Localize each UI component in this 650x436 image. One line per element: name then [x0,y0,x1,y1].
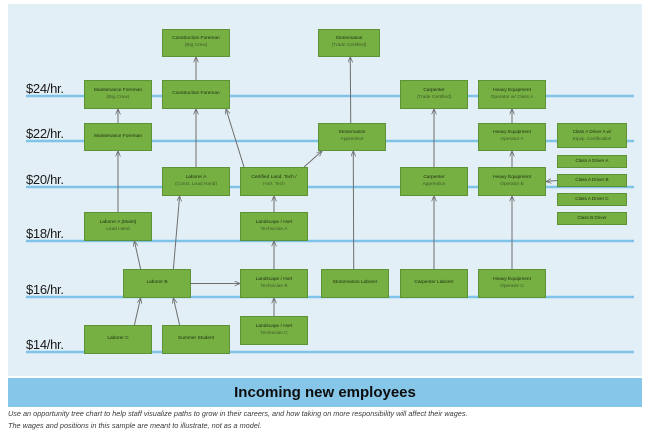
node-title: Construction Foreman [172,36,220,42]
node-summer-student[interactable]: Summer Student [162,325,230,354]
wage-label-22: $22/hr. [26,126,64,141]
arrow-cert-land-tech-to-constr-foreman [226,109,245,168]
node-title: Summer Student [178,336,214,342]
node-title: Heavy Equipment [493,130,531,136]
node-title: Construction Foreman [172,91,220,97]
node-subtitle: Technician C [260,330,288,336]
chart-caption: Use an opportunity tree chart to help st… [8,409,642,433]
node-subtitle: Lead Hand [106,226,130,232]
node-maint-foreman[interactable]: Maintenance Foreman [84,123,152,151]
node-class-a-driver-a-equip[interactable]: Class A Driver A w/Equip. Certification [557,123,627,148]
wage-label-20: $20/hr. [26,172,64,187]
node-laborer-a-maint[interactable]: Laborer A (Maint)Lead Hand [84,212,152,241]
node-stonemason-lab[interactable]: Stonemason Laborer [321,269,389,298]
node-title: Class B Driver [577,215,607,221]
arrow-summer-student-to-laborer-b [173,298,181,326]
node-cert-land-tech[interactable]: Certified Land. Tech /Hort. Tech [240,167,308,196]
node-title: Laborer A (Maint) [99,219,137,225]
node-laborer-c[interactable]: Laborer C [84,325,152,354]
node-title: Landscape / Hort [255,276,293,282]
node-subtitle: Equip. Certification [572,135,612,141]
incoming-employees-banner: Incoming new employees [8,378,642,407]
opportunity-tree-chart: $24/hr. $22/hr. $20/hr. $18/hr. $16/hr. $14/h… [8,4,642,376]
node-title: Heavy Equipment [493,174,531,180]
wage-label-18: $18/hr. [26,226,64,241]
node-laborer-b[interactable]: Laborer B [123,269,191,298]
node-title: Carpenter [423,87,445,93]
node-laborer-a-const[interactable]: Laborer A(Const. Lead Hand) [162,167,230,196]
node-carpenter-lab[interactable]: Carpenter Laborer [400,269,468,298]
node-title: Landscape / Hort [255,323,293,329]
node-title: Carpenter [423,174,445,180]
node-subtitle: Operator C [500,283,524,289]
node-class-a-driver-b[interactable]: Class A Driver B [557,174,627,187]
node-maint-foreman-big[interactable]: Maintenance Foreman(Big Crew) [84,80,152,109]
node-subtitle: Hort. Tech [263,181,285,187]
node-title: Class A Driver A [575,158,609,164]
node-title: Maintenance Foreman [94,87,142,93]
node-carpenter-cert[interactable]: Carpenter(Trade Certified) [400,80,468,109]
node-subtitle: Operator B [500,181,524,187]
node-class-a-driver-c[interactable]: Class A Driver C [557,193,627,206]
node-subtitle: (Const. Lead Hand) [175,181,217,187]
node-class-a-driver-a[interactable]: Class A Driver A [557,155,627,168]
node-subtitle: Apprentice [422,181,446,187]
node-title: Class A Driver A w/ [572,128,612,134]
wage-label-24: $24/hr. [26,81,64,96]
node-title: Stonemason Laborer [332,280,378,286]
node-title: Heavy Equipment [493,87,531,93]
node-title: Laborer A [185,174,207,180]
node-constr-foreman-big[interactable]: Construction Foreman(Big Crew) [162,29,230,57]
wage-label-14: $14/hr. [26,337,64,352]
arrow-laborer-c-to-laborer-b [133,298,140,326]
node-title: Stonemason [335,36,363,42]
node-subtitle: (Trade Certified) [416,94,452,100]
progression-arrows [118,57,558,326]
arrow-class-a-driver-b-to-heo-b [546,181,558,182]
node-stonemason-cert[interactable]: Stonemason(Trade Certified) [318,29,380,57]
connector-layer [26,4,634,354]
node-subtitle: Technician A [260,226,288,232]
node-subtitle: Apprentice [340,137,364,142]
node-title: Stonemason [338,130,366,136]
node-title: Class A Driver B [575,177,609,183]
caption-line-1: Use an opportunity tree chart to help st… [8,409,468,418]
banner-label: Incoming new employees [234,384,416,401]
node-title: Laborer B [146,280,168,286]
wage-label-16: $16/hr. [26,282,64,297]
node-subtitle: (Trade Certified) [331,43,367,48]
node-class-b-driver[interactable]: Class B Driver [557,212,627,225]
node-subtitle: Technician B [260,283,288,289]
caption-line-2: The wages and positions in this sample a… [8,420,262,430]
arrow-laborer-b-to-laborer-a-const [172,196,179,270]
arrow-laborer-b-to-laborer-a-maint [134,241,142,270]
node-title: Laborer C [107,336,129,342]
node-title: Maintenance Foreman [94,133,142,139]
node-subtitle: (Big Crew) [184,43,208,48]
node-title: Landscape / Hort [255,219,293,225]
node-subtitle: (Big Crew) [106,94,130,100]
node-title: Carpenter Laborer [414,280,454,286]
node-subtitle: Operator A [500,137,524,142]
node-title: Heavy Equipment [493,276,531,282]
node-title: Class A Driver C [575,196,609,202]
node-subtitle: Operator w/ Class A [490,94,534,100]
node-constr-foreman[interactable]: Construction Foreman [162,80,230,109]
arrow-cert-land-tech-to-stonemason-appr [303,151,322,168]
node-title: Certified Land. Tech / [251,174,297,180]
